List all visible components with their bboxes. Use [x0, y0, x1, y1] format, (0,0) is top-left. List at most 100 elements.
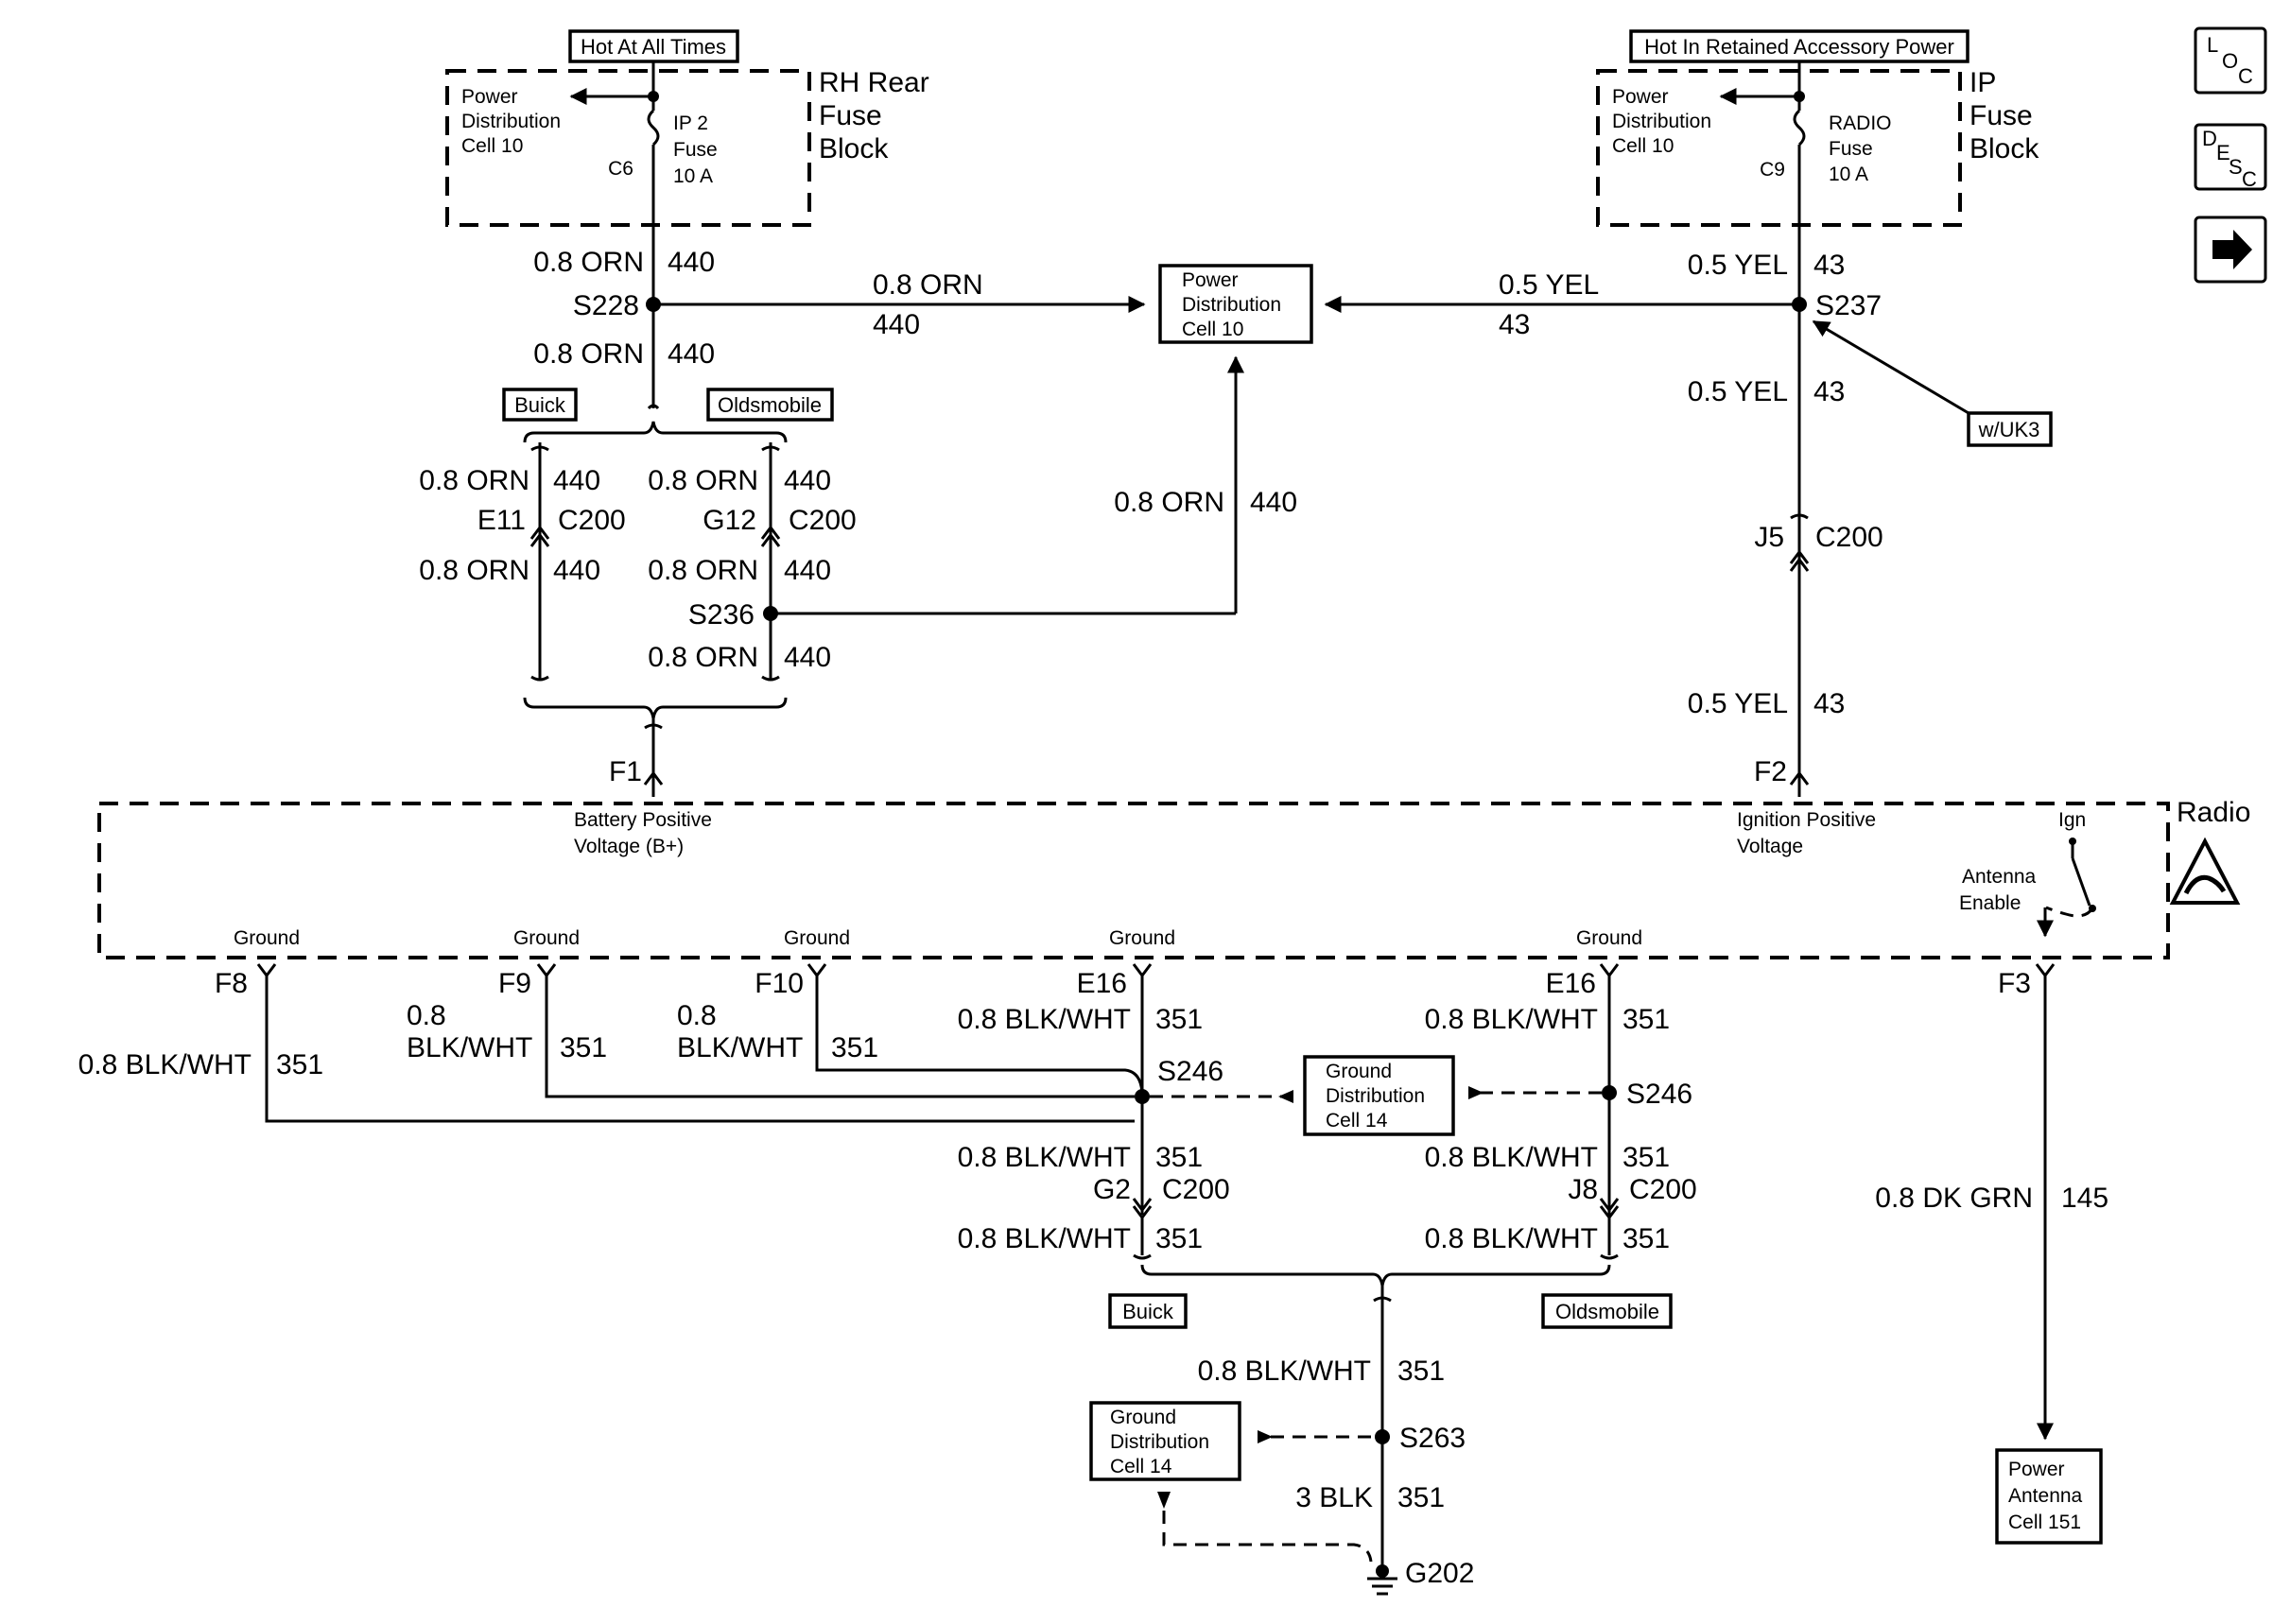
wire-circuit-351-j8-out: 351 — [1622, 1223, 1670, 1254]
connector-c200-g2: C200 — [1162, 1174, 1230, 1205]
rh-fuse-block-title-3: Block — [819, 133, 889, 164]
rh-fuse-block-title-1: RH Rear — [819, 67, 929, 98]
power-antenna-line-3: Cell 151 — [2008, 1512, 2081, 1533]
option-brace-bottom — [523, 697, 788, 719]
connector-c200-j8: C200 — [1629, 1174, 1697, 1205]
wire-gauge-blk-j8-in: 0.8 BLK/WHT — [1425, 1142, 1598, 1173]
option-buick-bottom-box — [1108, 1293, 1188, 1329]
wire-circuit-351-g2-in: 351 — [1155, 1142, 1203, 1173]
splice-s228-label: S228 — [573, 290, 639, 321]
connector-j8: J8 — [1568, 1174, 1598, 1205]
pin-f1: F1 — [609, 756, 642, 787]
option-buick-top: Buick — [514, 393, 566, 417]
pin-f3: F3 — [1998, 968, 2031, 999]
ground-dist-low-line-2: Distribution — [1110, 1431, 1209, 1453]
desc-letter-c: C — [2242, 167, 2257, 191]
desc-letter-e: E — [2216, 141, 2230, 164]
splice-s246-olds-dot — [1602, 1085, 1617, 1100]
radio-fuse-label-3: 10 A — [1829, 164, 1868, 185]
ip2-fuse-label-3: 10 A — [673, 165, 713, 187]
hot-in-rap-label: Hot In Retained Accessory Power — [1644, 35, 1954, 59]
option-uk3: w/UK3 — [1978, 418, 2040, 441]
ground-dist-cell14-box-mid[interactable] — [1303, 1055, 1455, 1136]
option-brace-top — [523, 404, 788, 443]
next-arrow-button[interactable] — [2194, 216, 2267, 284]
wire-gauge-blk-g2-out: 0.8 BLK/WHT — [958, 1223, 1131, 1254]
antenna-enable-switch-icon — [2071, 857, 2091, 907]
wire-circuit-440-g12-in: 440 — [784, 465, 831, 496]
rh-pdc-line-2: Distribution — [461, 111, 561, 132]
wire-circuit-440-g12-low: 440 — [784, 642, 831, 673]
wire-gauge-yel-mid: 0.5 YEL — [1688, 376, 1788, 407]
ip-pdc-line-1: Power — [1612, 86, 1669, 108]
pdc-cell10-center-box[interactable] — [1158, 264, 1313, 344]
wire-gauge-yel-low: 0.5 YEL — [1688, 688, 1788, 719]
radio-fuse-label-1: RADIO — [1829, 112, 1892, 134]
wire-circuit-43-low: 43 — [1813, 688, 1845, 719]
pin-f8: F8 — [215, 968, 248, 999]
wire-gauge-blk-f9-1: 0.8 — [407, 1000, 446, 1031]
right-arrow-icon — [2212, 230, 2252, 269]
loc-button[interactable]: L O C — [2194, 26, 2267, 95]
radio-ground-f8: Ground — [234, 927, 300, 949]
option-uk3-box — [1967, 411, 2053, 447]
antenna-enable-label-1: Antenna — [1962, 866, 2037, 888]
ip-fuse-block-title-3: Block — [1969, 133, 2039, 164]
radio-fuse-icon — [1793, 109, 1806, 147]
radio-component-box[interactable] — [97, 802, 2170, 959]
desc-button[interactable]: D E S C — [2194, 123, 2267, 191]
wire-circuit-440-mid: 440 — [668, 338, 715, 370]
option-oldsmobile-bottom: Oldsmobile — [1555, 1300, 1659, 1323]
wire-circuit-440-s236-pdc: 440 — [1250, 487, 1297, 518]
wire-circuit-145: 145 — [2061, 1183, 2108, 1214]
ip2-fuse-label-1: IP 2 — [673, 112, 708, 134]
pdc-center-line-2: Distribution — [1182, 294, 1281, 316]
pdc-center-line-3: Cell 10 — [1182, 319, 1243, 340]
ground-dist-mid-line-2: Distribution — [1326, 1085, 1425, 1107]
radio-ground-f10: Ground — [784, 927, 850, 949]
wire-circuit-440-to-pdc: 440 — [873, 309, 920, 340]
ground-dist-mid-line-1: Ground — [1326, 1061, 1392, 1082]
radio-bat-label-1: Battery Positive — [574, 809, 712, 831]
wire-gauge-blk-f10-1: 0.8 — [677, 1000, 717, 1031]
pin-e16-buick: E16 — [1077, 968, 1127, 999]
splice-s236-label: S236 — [688, 599, 755, 631]
splice-s246-buick-dot — [1135, 1089, 1150, 1104]
option-oldsmobile-top-box — [706, 388, 834, 422]
ground-dist-cell14-box-low[interactable] — [1089, 1401, 1241, 1481]
connector-c200-g12: C200 — [789, 505, 857, 536]
radio-fuse-label-2: Fuse — [1829, 138, 1873, 160]
wire-circuit-43-top: 43 — [1813, 250, 1845, 281]
wire-gauge-blk-f9-2: BLK/WHT — [407, 1032, 532, 1063]
ip2-fuse-icon — [647, 109, 660, 147]
radio-title: Radio — [2177, 797, 2250, 828]
connector-c200-e11: C200 — [558, 505, 626, 536]
loc-letter-l: L — [2207, 33, 2218, 57]
connector-g12: G12 — [703, 505, 756, 536]
connector-c200-j5: C200 — [1815, 522, 1883, 553]
pin-f10: F10 — [755, 968, 804, 999]
desc-letter-d: D — [2202, 127, 2217, 150]
wire-gauge-blk-e16-buick-top: 0.8 BLK/WHT — [958, 1004, 1131, 1035]
wire-gauge-blk-f10-2: BLK/WHT — [677, 1032, 803, 1063]
power-antenna-cell151-box[interactable] — [1995, 1448, 2103, 1545]
wire-circuit-351-f10: 351 — [831, 1032, 878, 1063]
wire-gauge-orn-g12-in: 0.8 ORN — [648, 465, 758, 496]
wire-gauge-orn-g12-low: 0.8 ORN — [648, 642, 758, 673]
splice-s246-olds-label: S246 — [1626, 1079, 1692, 1110]
wire-circuit-440-e11-out: 440 — [553, 555, 600, 586]
pin-f2: F2 — [1754, 756, 1787, 787]
splice-s263-dot — [1375, 1429, 1390, 1444]
option-oldsmobile-bottom-box — [1541, 1293, 1673, 1329]
antenna-enable-label-2: Enable — [1959, 892, 2021, 914]
rh-rear-fuse-block — [445, 69, 811, 227]
connector-e11: E11 — [477, 505, 526, 536]
wire-circuit-351-e16-buick-top: 351 — [1155, 1004, 1203, 1035]
ip-pdc-line-3: Cell 10 — [1612, 135, 1674, 157]
wire-gauge-orn-e11-out: 0.8 ORN — [419, 555, 529, 586]
wire-circuit-440-top: 440 — [668, 247, 715, 278]
pin-e16-olds: E16 — [1546, 968, 1596, 999]
wire-circuit-440-g12-out: 440 — [784, 555, 831, 586]
ground-g202-label: G202 — [1405, 1558, 1474, 1589]
